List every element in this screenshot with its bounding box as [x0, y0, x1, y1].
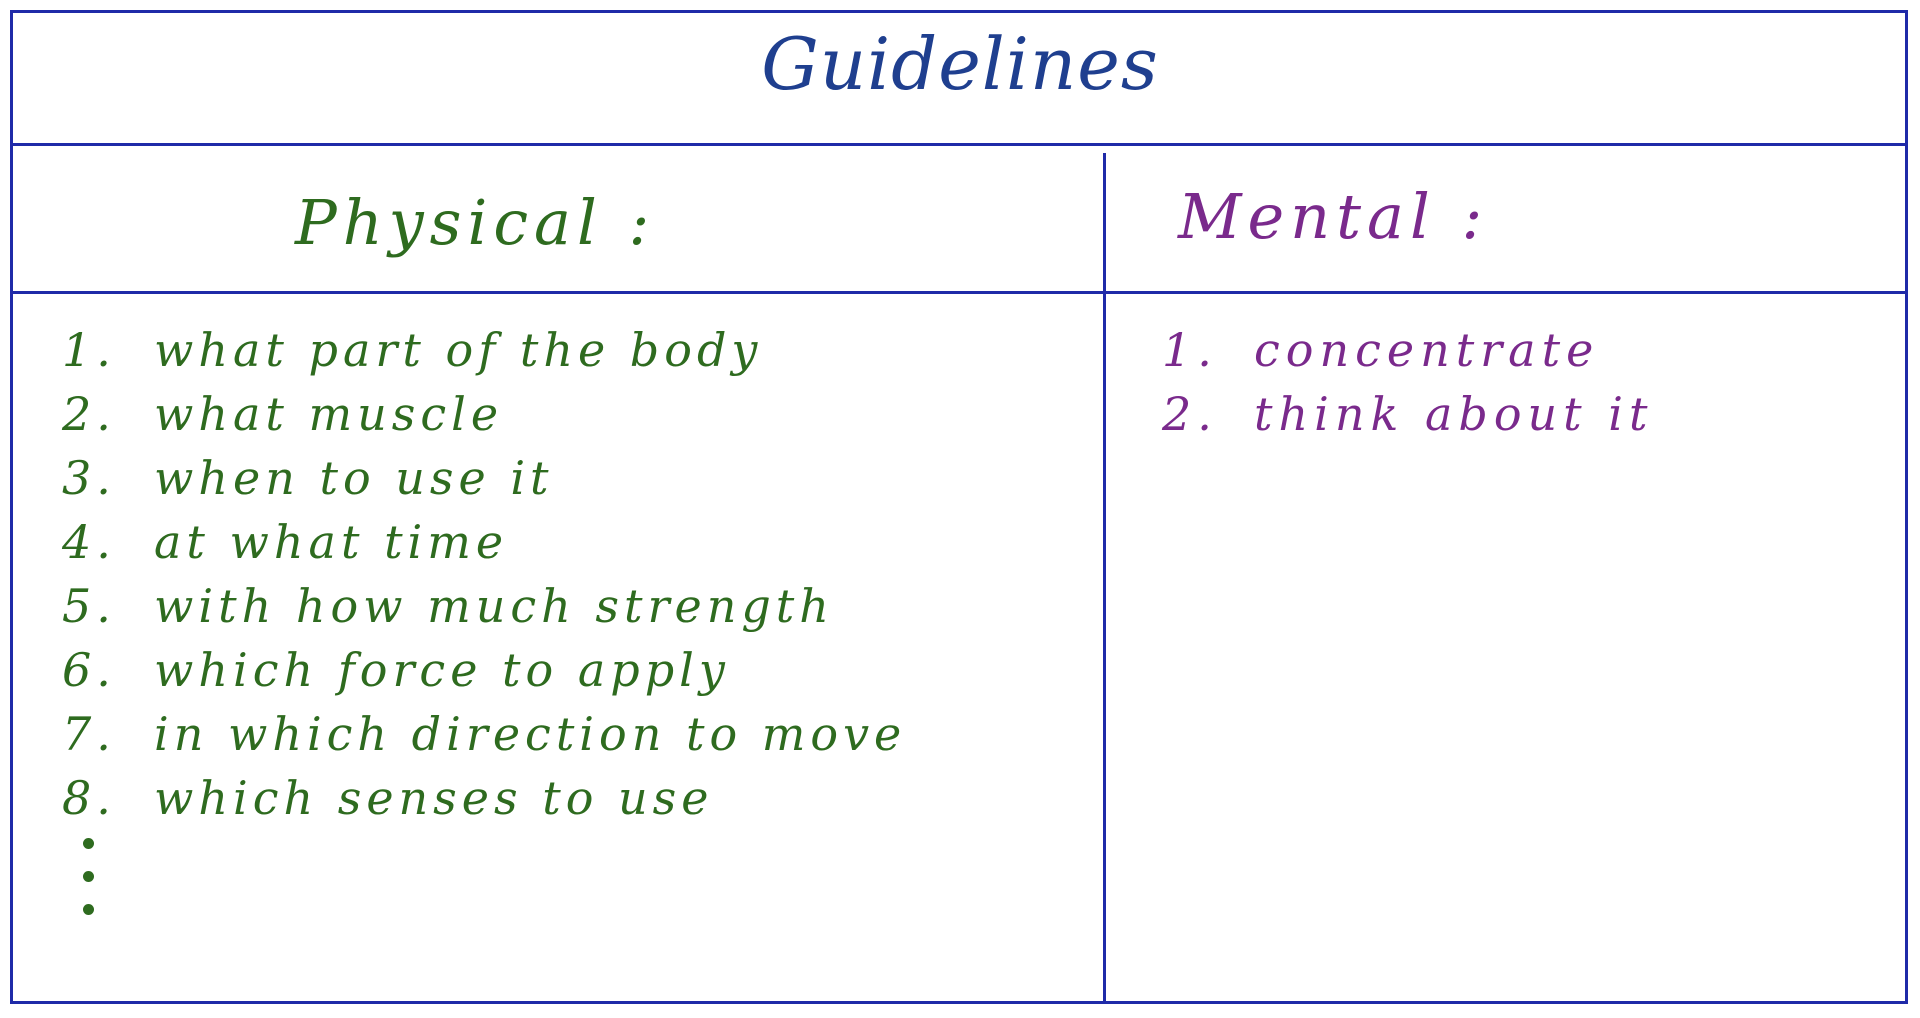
item-number: 8.: [62, 771, 116, 825]
item-text: at what time: [154, 515, 509, 569]
list-item: 6. which force to apply: [62, 638, 906, 702]
item-text: with how much strength: [154, 579, 834, 633]
continuation-ellipsis: ⋮: [83, 838, 97, 937]
item-text: which force to apply: [154, 643, 730, 697]
item-number: 1.: [1162, 323, 1218, 377]
item-text: in which direction to move: [154, 707, 907, 761]
column-divider: [1103, 153, 1106, 1004]
page-title: Guidelines: [761, 22, 1159, 106]
item-number: 2.: [62, 387, 116, 441]
mental-list: 1. concentrate 2. think about it: [1162, 318, 1653, 446]
list-item: 2. think about it: [1162, 382, 1653, 446]
item-number: 3.: [62, 451, 116, 505]
list-item: 8. which senses to use: [62, 766, 906, 830]
item-text: concentrate: [1254, 323, 1600, 377]
item-text: think about it: [1254, 387, 1654, 441]
mental-heading: Mental :: [1178, 180, 1489, 253]
list-item: 3. when to use it: [62, 446, 906, 510]
item-text: what muscle: [154, 387, 504, 441]
item-number: 5.: [62, 579, 116, 633]
ellipsis-dot: [83, 871, 94, 882]
list-item: 7. in which direction to move: [62, 702, 906, 766]
physical-list: 1. what part of the body 2. what muscle 3.…: [62, 318, 906, 830]
item-text: which senses to use: [154, 771, 714, 825]
item-number: 7.: [62, 707, 116, 761]
title-divider: [10, 143, 1908, 146]
physical-heading: Physical :: [295, 186, 656, 259]
item-text: what part of the body: [154, 323, 763, 377]
guidelines-table: [10, 10, 1908, 1004]
item-number: 2.: [1162, 387, 1218, 441]
ellipsis-dot: [83, 904, 94, 915]
item-text: when to use it: [154, 451, 554, 505]
header-divider: [10, 291, 1908, 294]
list-item: 4. at what time: [62, 510, 906, 574]
list-item: 5. with how much strength: [62, 574, 906, 638]
list-item: 1. concentrate: [1162, 318, 1653, 382]
ellipsis-dot: [83, 838, 94, 849]
list-item: 1. what part of the body: [62, 318, 906, 382]
item-number: 1.: [62, 323, 116, 377]
item-number: 6.: [62, 643, 116, 697]
item-number: 4.: [62, 515, 116, 569]
list-item: 2. what muscle: [62, 382, 906, 446]
